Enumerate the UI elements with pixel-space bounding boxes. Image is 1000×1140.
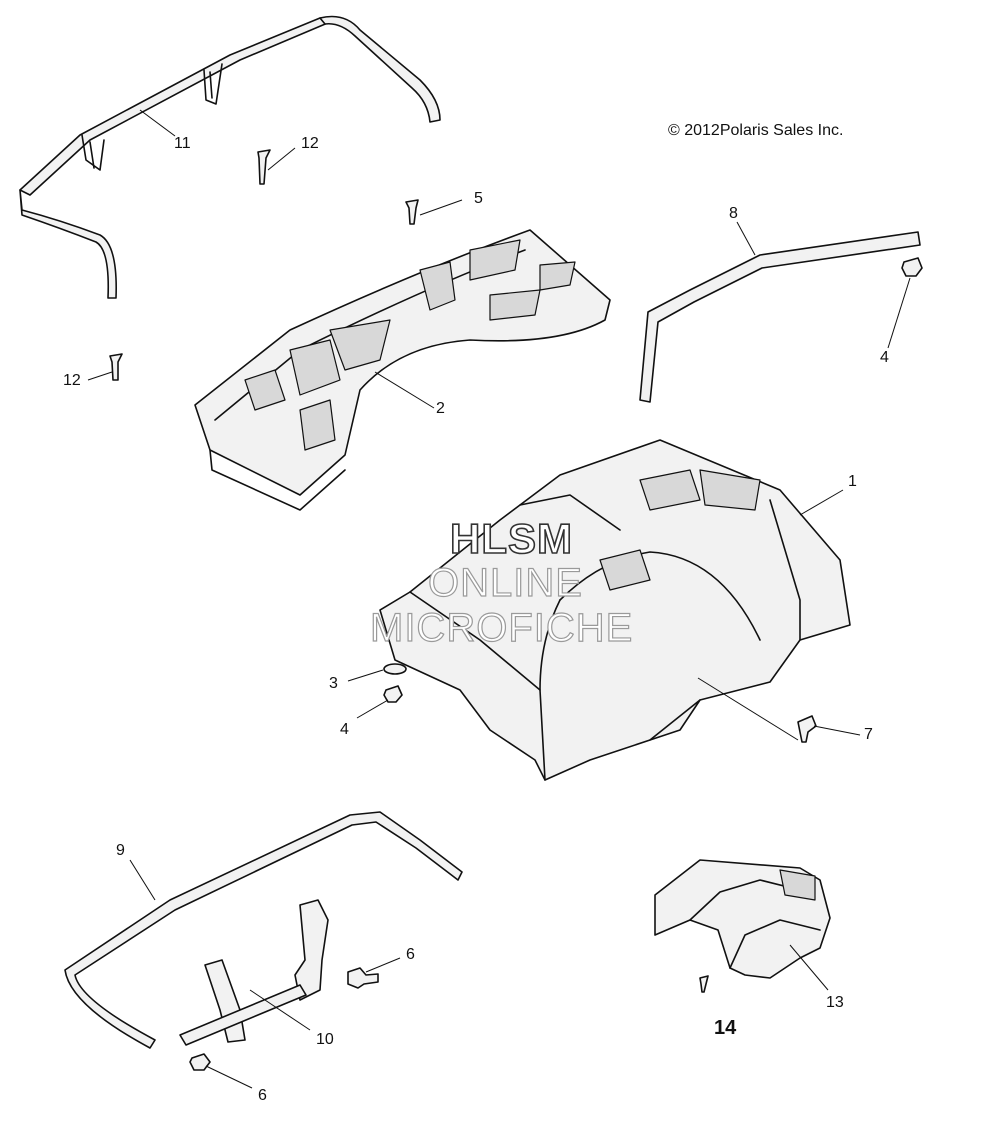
callout-14: 14 — [714, 1017, 737, 1039]
callout-6-bottom: 6 — [258, 1087, 267, 1104]
part-10-bracket[interactable] — [179, 899, 329, 1046]
part-12-pin-top[interactable] — [257, 149, 271, 185]
callout-2: 2 — [436, 400, 445, 417]
callout-8: 8 — [729, 205, 738, 222]
part-11-rack-bar[interactable] — [19, 15, 441, 299]
part-1-rear-fender[interactable] — [379, 439, 851, 781]
callout-12-top: 12 — [301, 135, 319, 152]
watermark-line-1: HLSM — [449, 515, 573, 562]
part-2-rack-panel[interactable] — [194, 229, 611, 511]
part-3-washer[interactable] — [383, 663, 407, 675]
callout-13: 13 — [826, 994, 844, 1011]
leader-lines — [87, 109, 911, 1089]
part-6-bolt-bottom[interactable] — [189, 1053, 211, 1071]
part-12-pin-left[interactable] — [109, 353, 123, 381]
callout-12-left: 12 — [63, 372, 81, 389]
callout-11: 11 — [174, 135, 191, 152]
part-4-nut-top[interactable] — [901, 257, 923, 277]
callout-6-top: 6 — [406, 946, 415, 963]
part-9-lower-rail[interactable] — [64, 811, 463, 1049]
callout-9: 9 — [116, 842, 125, 859]
callout-4-mid: 4 — [340, 721, 349, 738]
callout-10: 10 — [316, 1031, 334, 1048]
callout-5: 5 — [474, 190, 483, 207]
part-6-bolt-top[interactable] — [347, 967, 379, 989]
callout-4-top: 4 — [880, 349, 889, 366]
part-13-fender-cover[interactable] — [654, 859, 831, 979]
part-7-clip[interactable] — [797, 715, 817, 743]
part-14-push-pin[interactable] — [699, 975, 709, 993]
watermark-line-3: MICROFICHE — [369, 606, 634, 650]
part-5-screw[interactable] — [405, 199, 419, 225]
callout-3: 3 — [329, 675, 338, 692]
part-4-nut-mid[interactable] — [383, 685, 403, 703]
callout-1: 1 — [848, 473, 857, 490]
watermark-line-2: ONLINE — [427, 561, 583, 605]
copyright-text: © 2012Polaris Sales Inc. — [668, 122, 844, 139]
callout-7: 7 — [864, 726, 873, 743]
part-8-side-rail[interactable] — [639, 231, 921, 403]
